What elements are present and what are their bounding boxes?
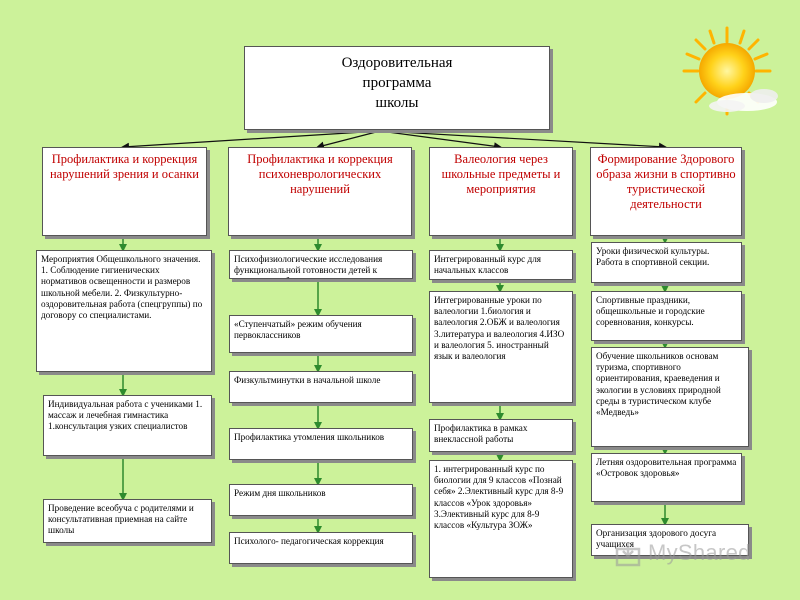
col4-item-2: Спортивные праздники, общешкольные и гор…	[591, 291, 742, 341]
header-valeology: Валеология через школьные предметы и мер…	[429, 147, 573, 236]
col1-item-1: Мероприятия Общешкольного значения. 1. С…	[36, 250, 212, 372]
header-healthy-lifestyle: Формирование Здорового образа жизни в сп…	[590, 147, 742, 236]
col2-item-5: Режим дня школьников	[229, 484, 413, 516]
col3-item-2: Интегрированные уроки по валеологии 1.би…	[429, 291, 573, 403]
col2-item-6: Психолого- педагогическая коррекция	[229, 532, 413, 564]
col3-item-3: Профилактика в рамках внеклассной работы	[429, 419, 573, 452]
col1-item-2: Индивидуальная работа с учениками 1. мас…	[43, 395, 212, 456]
col1-item-3: Проведение всеобуча с родителями и консу…	[43, 499, 212, 543]
root-program-box: Оздоровительная программа школы	[244, 46, 550, 130]
col4-item-1: Уроки физической культуры. Работа в спор…	[591, 242, 742, 283]
watermark-text: MyShared	[648, 540, 751, 565]
col2-item-4: Профилактика утомления школьников	[229, 428, 413, 460]
col2-item-1: Психофизиологические исследования функци…	[229, 250, 413, 279]
col2-item-3: Физкультминутки в начальной школе	[229, 371, 413, 403]
myshared-logo-icon	[615, 542, 641, 567]
header-psychoneuro: Профилактика и коррекция психоневрологич…	[228, 147, 412, 236]
sun-icon	[682, 26, 778, 116]
root-title-line3: школы	[375, 95, 419, 111]
header-vision-posture: Профилактика и коррекция нарушений зрени…	[42, 147, 207, 236]
col3-item-4: 1. интегрированный курс по биологии для …	[429, 460, 573, 578]
myshared-watermark: MyShared	[612, 530, 792, 580]
col4-item-3: Обучение школьников основам туризма, спо…	[591, 347, 749, 447]
col2-item-2: «Ступенчатый» режим обучения первоклассн…	[229, 315, 413, 353]
root-title-line2: программа	[362, 75, 432, 91]
root-title-line1: Оздоровительная	[341, 55, 453, 71]
col4-item-4: Летняя оздоровительная программа «Остров…	[591, 453, 742, 502]
col3-item-1: Интегрированный курс для начальных класс…	[429, 250, 573, 280]
